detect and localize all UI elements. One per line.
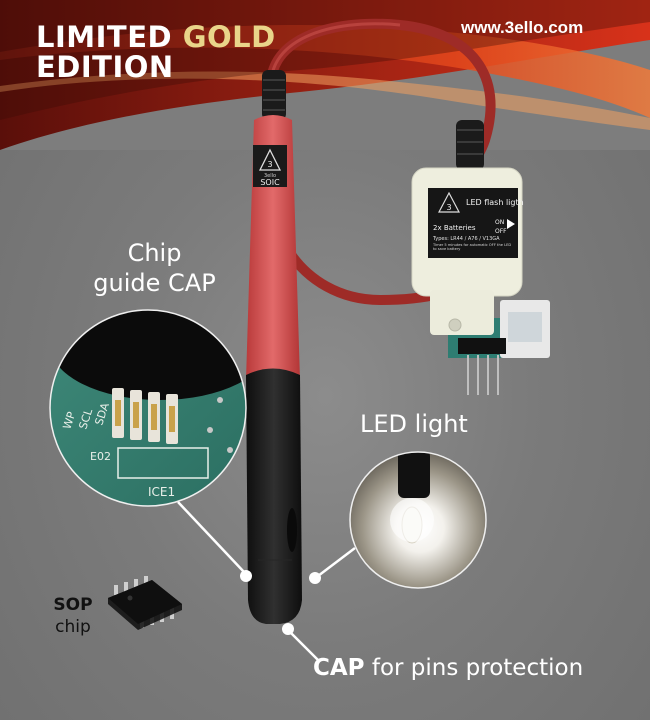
- headline-edition: EDITION: [36, 50, 174, 84]
- led-light-label: LED light: [360, 410, 468, 438]
- headline-limited: LIMITED: [36, 20, 173, 54]
- switch-on-label: ON: [495, 219, 504, 226]
- pcb-pin-wp: WP: [60, 410, 78, 431]
- sop-chip: [108, 576, 182, 630]
- module-batteries: 2x Batteries: [433, 224, 476, 232]
- pcb-inset: WP SCL SDA E02 ICE1: [50, 310, 246, 506]
- callout-dot-led: [309, 572, 321, 584]
- callout-dot-chip-guide: [240, 570, 252, 582]
- sop-line1: SOP: [53, 595, 93, 615]
- module-title: LED flash ligth: [466, 198, 524, 207]
- probe-grip: [246, 368, 302, 624]
- sop-line2: chip: [55, 617, 91, 637]
- sop-chip-label: SOP chip: [48, 594, 98, 638]
- chip-guide-line2: guide CAP: [93, 269, 216, 297]
- edition-headline: LIMITED GOLD EDITION: [36, 22, 276, 82]
- callout-dot-cap: [282, 623, 294, 635]
- svg-text:3: 3: [446, 203, 451, 212]
- module-types: Types: LR44 / A76 / V13GA: [432, 236, 500, 242]
- cap-rest: for pins protection: [364, 655, 584, 681]
- chip-guide-line1: Chip: [127, 239, 182, 267]
- svg-text:3: 3: [267, 160, 272, 169]
- probe-brand: 3ello: [264, 173, 276, 179]
- pcb-pin-scl: SCL: [76, 406, 95, 431]
- strain-relief: [262, 70, 286, 120]
- headline-gold: GOLD: [182, 20, 276, 54]
- switch-arrow-icon: [507, 219, 515, 229]
- website-url[interactable]: www.3ello.com: [461, 18, 584, 37]
- probe-model: SOIC: [260, 178, 280, 187]
- cap-bold: CAP: [313, 655, 365, 681]
- pcb-ref: E02: [90, 450, 111, 463]
- pcb-silkscreen: ICE1: [148, 485, 175, 499]
- chip-guide-label: Chip guide CAP: [82, 238, 227, 298]
- cap-protection-label: CAP for pins protection: [313, 655, 583, 681]
- module-timer: Timer 5 minutes for automatic OFF the LE…: [433, 243, 512, 252]
- led-inset: [350, 452, 486, 588]
- switch-off-label: OFF: [495, 228, 507, 235]
